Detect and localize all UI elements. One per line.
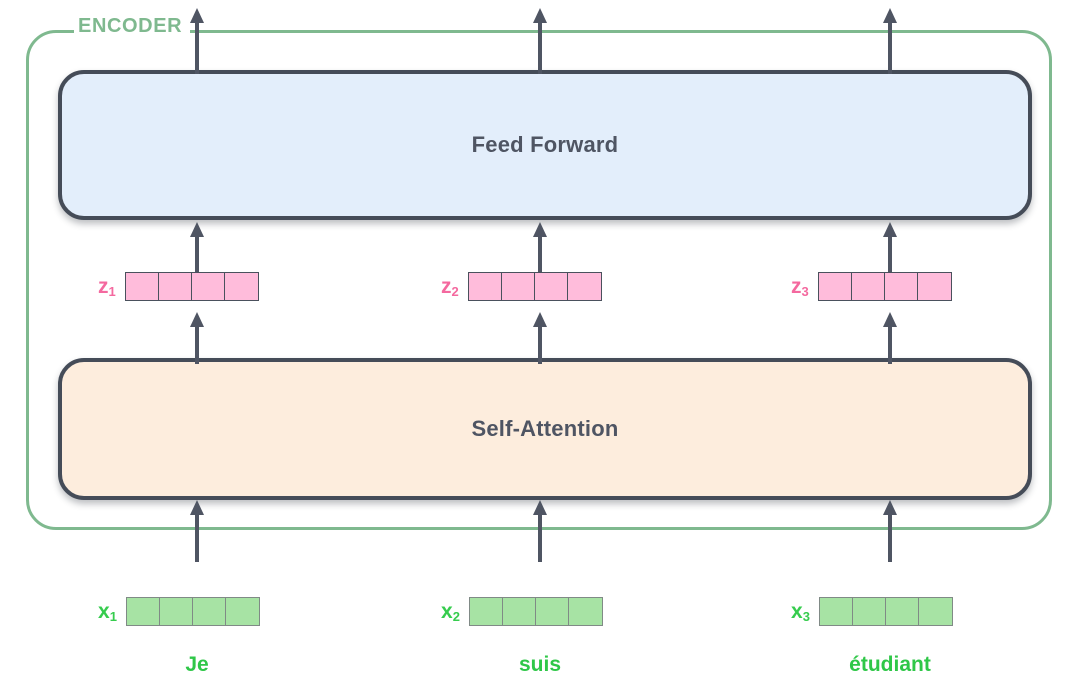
x-vector-cells-3 xyxy=(818,597,953,626)
z-to-feedforward-arrow-2 xyxy=(530,222,550,277)
z-vector-cells-3 xyxy=(817,272,952,301)
z-vector-2: z2 xyxy=(441,272,602,301)
vector-cell xyxy=(818,273,852,300)
word-label-3: étudiant xyxy=(849,653,931,676)
x-vector-2: x2 xyxy=(441,597,603,626)
x-vector-1: x1 xyxy=(98,597,260,626)
vector-cell xyxy=(126,598,160,625)
z-vector-cells-1 xyxy=(124,272,259,301)
selfattention-to-z-arrow-1 xyxy=(187,312,207,364)
output-arrow-1 xyxy=(187,8,207,74)
vector-cell xyxy=(884,273,918,300)
x-vector-label-3: x3 xyxy=(791,600,810,624)
vector-cell xyxy=(819,598,853,625)
x-vector-cells-2 xyxy=(468,597,603,626)
self-attention-layer: Self-Attention xyxy=(58,358,1032,500)
vector-cell xyxy=(191,273,225,300)
x-to-selfattention-arrow-1 xyxy=(187,500,207,562)
x-vector-cells-1 xyxy=(125,597,260,626)
z-vector-label-3: z3 xyxy=(791,275,809,299)
vector-cell xyxy=(468,273,502,300)
x-vector-label-1: x1 xyxy=(98,600,117,624)
word-label-2: suis xyxy=(518,653,562,676)
vector-cell xyxy=(534,273,568,300)
vector-cell xyxy=(192,598,226,625)
z-vector-1: z1 xyxy=(98,272,259,301)
vector-cell xyxy=(568,598,602,625)
vector-cell xyxy=(917,273,951,300)
vector-cell xyxy=(224,273,258,300)
z-to-feedforward-arrow-3 xyxy=(880,222,900,277)
z-vector-label-2: z2 xyxy=(441,275,459,299)
vector-cell xyxy=(469,598,503,625)
z-vector-label-1: z1 xyxy=(98,275,116,299)
encoder-label: ENCODER xyxy=(74,16,191,36)
x-vector-3: x3 xyxy=(791,597,953,626)
vector-cell xyxy=(502,598,536,625)
vector-cell xyxy=(535,598,569,625)
vector-cell xyxy=(225,598,259,625)
output-arrow-3 xyxy=(880,8,900,74)
selfattention-to-z-arrow-2 xyxy=(530,312,550,364)
x-to-selfattention-arrow-2 xyxy=(530,500,550,562)
z-vector-cells-2 xyxy=(467,272,602,301)
z-vector-3: z3 xyxy=(791,272,952,301)
word-label-1: Je xyxy=(185,653,209,676)
x-to-selfattention-arrow-3 xyxy=(880,500,900,562)
vector-cell xyxy=(125,273,159,300)
selfattention-to-z-arrow-3 xyxy=(880,312,900,364)
vector-cell xyxy=(851,273,885,300)
self-attention-label: Self-Attention xyxy=(471,416,619,441)
vector-cell xyxy=(885,598,919,625)
vector-cell xyxy=(567,273,601,300)
feed-forward-layer: Feed Forward xyxy=(58,70,1032,220)
output-arrow-2 xyxy=(530,8,550,74)
z-to-feedforward-arrow-1 xyxy=(187,222,207,277)
vector-cell xyxy=(852,598,886,625)
vector-cell xyxy=(501,273,535,300)
vector-cell xyxy=(158,273,192,300)
vector-cell xyxy=(918,598,952,625)
feed-forward-label: Feed Forward xyxy=(471,132,619,157)
vector-cell xyxy=(159,598,193,625)
x-vector-label-2: x2 xyxy=(441,600,460,624)
